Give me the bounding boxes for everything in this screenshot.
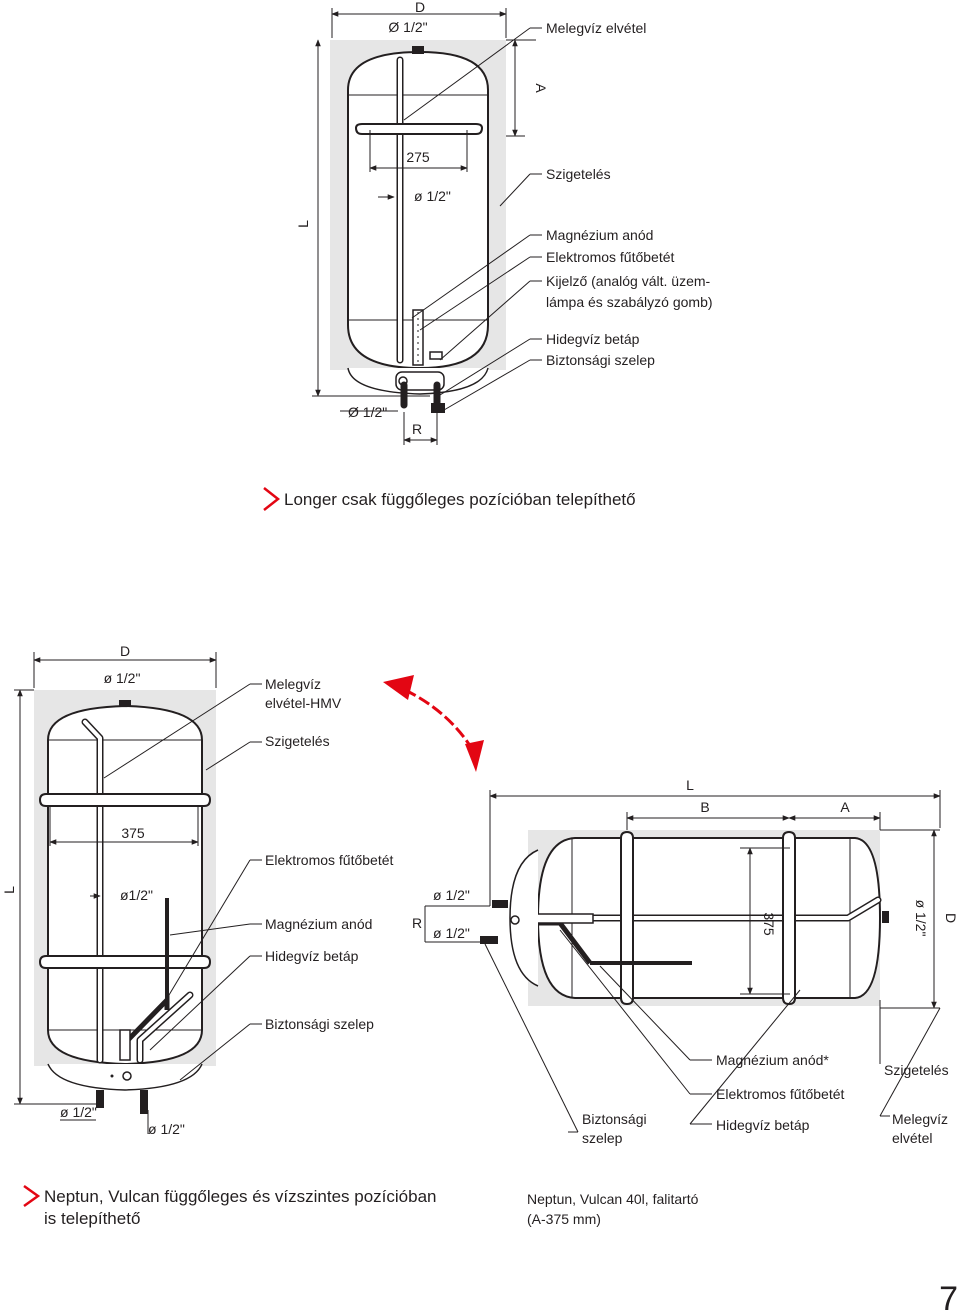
top-dim-275: 275	[406, 149, 430, 165]
bl-label-hot-water-2: elvétel-HMV	[265, 695, 342, 711]
bl-tank	[47, 704, 203, 1066]
bl-dim-top-pipe: ø 1/2"	[104, 670, 141, 686]
br-bracket-left	[620, 830, 634, 1006]
bottom-caption-right-2: (A-375 mm)	[527, 1211, 601, 1227]
page-number: 7	[939, 1280, 958, 1313]
br-label-hot-water-1: Melegvíz	[892, 1111, 948, 1127]
br-label-hot-water-2: elvétel	[892, 1130, 932, 1146]
br-leaders	[484, 929, 941, 1133]
bl-dim-l: L	[1, 886, 17, 894]
top-dim-bottom-pipe: Ø 1/2"	[348, 404, 387, 420]
top-label-cold-water: Hidegvíz betáp	[546, 331, 640, 347]
bl-dim-d: D	[120, 643, 130, 659]
br-label-heater: Elektromos fűtőbetét	[716, 1086, 845, 1102]
br-label-safety-valve-2: szelep	[582, 1130, 623, 1146]
br-dim-l: L	[686, 777, 694, 793]
bl-dimensions	[14, 652, 217, 1134]
top-dim-inner-pipe: ø 1/2"	[414, 188, 451, 204]
br-heater-drawing	[480, 830, 889, 1006]
br-dim-r: R	[412, 915, 422, 931]
top-bracket	[354, 123, 484, 135]
bl-label-hot-water-1: Melegvíz	[265, 676, 321, 692]
br-dim-d: D	[943, 913, 959, 923]
br-dim-a: A	[840, 799, 850, 815]
top-label-anode: Magnézium anód	[546, 227, 653, 243]
bl-label-safety-valve: Biztonsági szelep	[265, 1016, 374, 1032]
bl-label-heater: Elektromos fűtőbetét	[265, 852, 394, 868]
top-dim-a: A	[533, 83, 549, 93]
bottom-caption-right-1: Neptun, Vulcan 40l, falitartó	[527, 1191, 699, 1207]
bottom-caption-left-2: is telepíthető	[44, 1209, 140, 1228]
bl-dim-inner-pipe: ø1/2"	[120, 887, 153, 903]
top-caption-chevron-icon	[263, 487, 281, 511]
bl-label-anode: Magnézium anód	[265, 916, 372, 932]
br-bracket-right	[782, 830, 796, 1006]
br-label-safety-valve-1: Biztonsági	[582, 1111, 647, 1127]
br-dimensions	[424, 790, 941, 1009]
br-label-insulation: Szigetelés	[884, 1062, 949, 1078]
bl-leaders	[103, 683, 262, 1081]
rotation-arrow-icon	[383, 675, 484, 772]
top-dim-l: L	[295, 220, 311, 228]
top-dimensions	[312, 8, 536, 445]
bl-heater-drawing	[34, 690, 216, 1114]
bl-label-cold-water: Hidegvíz betáp	[265, 948, 359, 964]
top-heater-drawing	[330, 40, 506, 413]
br-dim-pipe-upper: ø 1/2"	[433, 887, 470, 903]
top-label-hot-water: Melegvíz elvétel	[546, 20, 646, 36]
top-caption: Longer csak függőleges pozícióban telepí…	[284, 490, 636, 509]
top-label-display-1: Kijelző (analóg vált. üzem-	[546, 273, 711, 289]
bottom-caption-left-1: Neptun, Vulcan függőleges és vízszintes …	[44, 1187, 437, 1206]
br-dim-b: B	[700, 799, 709, 815]
bl-bracket-lower	[38, 955, 212, 969]
bl-heater-element	[119, 1029, 131, 1061]
top-dim-r: R	[412, 421, 422, 437]
bottom-caption-chevron-icon	[23, 1184, 41, 1208]
br-dim-side-pipe: ø 1/2"	[913, 900, 929, 937]
bl-dim-pipe-left: ø 1/2"	[60, 1104, 97, 1120]
top-dim-top-pipe: Ø 1/2"	[388, 19, 427, 35]
top-outlet-nipple	[412, 46, 424, 54]
bl-label-insulation: Szigetelés	[265, 733, 330, 749]
bl-bracket-upper	[38, 793, 212, 807]
br-dim-375: 375	[761, 912, 777, 936]
top-label-heater: Elektromos fűtőbetét	[546, 249, 675, 265]
top-label-insulation: Szigetelés	[546, 166, 611, 182]
bl-dim-pipe-right: ø 1/2"	[148, 1121, 185, 1137]
br-dim-pipe-lower: ø 1/2"	[433, 925, 470, 941]
bl-dim-375: 375	[121, 825, 145, 841]
top-leaders	[403, 27, 542, 411]
br-label-cold-water: Hidegvíz betáp	[716, 1117, 810, 1133]
br-heater-element	[532, 913, 594, 924]
br-label-anode: Magnézium anód*	[716, 1052, 829, 1068]
top-label-display-2: lámpa és szabályzó gomb)	[546, 294, 713, 310]
top-label-safety-valve: Biztonsági szelep	[546, 352, 655, 368]
top-dim-d: D	[415, 0, 425, 15]
